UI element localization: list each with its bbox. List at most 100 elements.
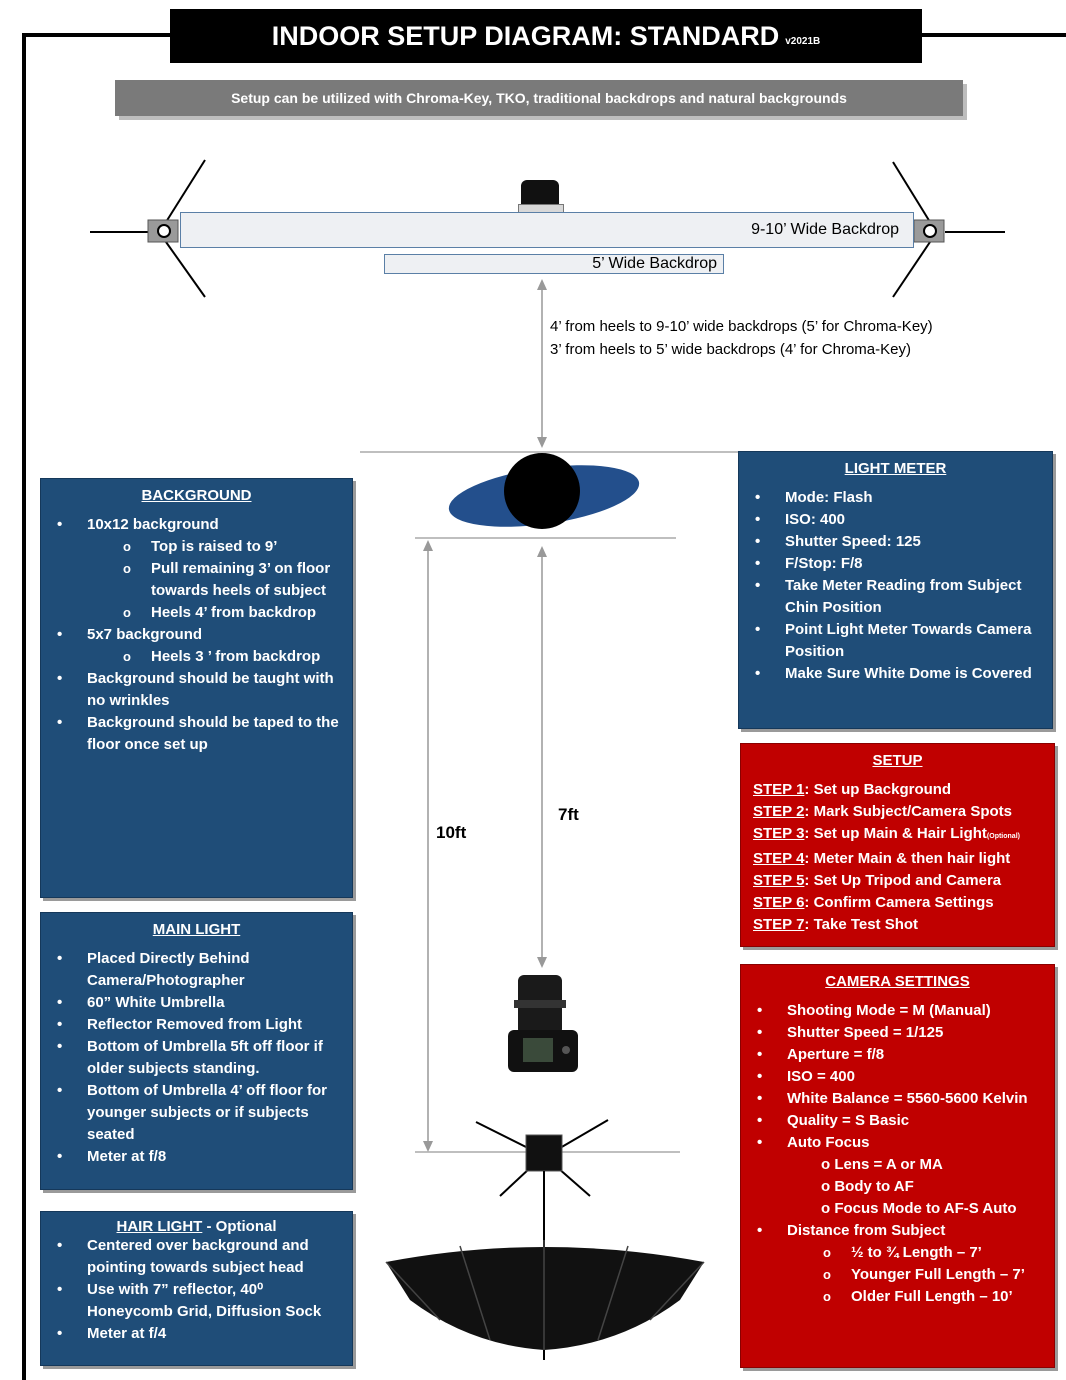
setup-steps: STEP 1: Set up Background STEP 2: Mark S…: [741, 779, 1054, 936]
camera-setting-item: Aperture = f/8: [741, 1044, 1054, 1066]
hair-light-item: Use with 7” reflector, 40⁰ Honeycomb Gri…: [41, 1279, 352, 1323]
light-meter-list: Mode: Flash ISO: 400 Shutter Speed: 125 …: [739, 487, 1052, 685]
setup-step: STEP 5: Set Up Tripod and Camera: [741, 870, 1054, 892]
background-subitem: Pull remaining 3’ on floor towards heels…: [41, 558, 352, 602]
subject-icon: [448, 453, 640, 529]
dimension-10ft: 10ft: [436, 823, 467, 842]
main-light-item: Meter at f/8: [41, 1146, 352, 1168]
setup-step: STEP 1: Set up Background: [741, 779, 1054, 801]
background-subitem: Top is raised to 9’: [41, 536, 352, 558]
step-key: STEP 4: [753, 850, 805, 867]
step-key: STEP 6: [753, 894, 805, 911]
main-light-item: 60” White Umbrella: [41, 992, 352, 1014]
camera-setting-item: Auto Focus: [741, 1132, 1054, 1154]
main-light-item: Placed Directly Behind Camera/Photograph…: [41, 948, 352, 992]
background-subitem: Heels 4’ from backdrop: [41, 602, 352, 624]
umbrella-icon: [385, 1240, 705, 1350]
background-item: 5x7 background: [41, 624, 352, 646]
hair-light-heading-suffix: - Optional: [202, 1218, 277, 1235]
subtitle-text: Setup can be utilized with Chroma-Key, T…: [231, 90, 847, 106]
step-text: : Meter Main & then hair light: [804, 850, 1011, 867]
subtitle-bar: Setup can be utilized with Chroma-Key, T…: [115, 80, 963, 116]
main-light-list: Placed Directly Behind Camera/Photograph…: [41, 948, 352, 1168]
main-light-item: Bottom of Umbrella 5ft off floor if olde…: [41, 1036, 352, 1080]
camera-setting-item: Shooting Mode = M (Manual): [741, 1000, 1054, 1022]
stand-left-icon: [90, 159, 206, 298]
camera-settings-panel: CAMERA SETTINGS Shooting Mode = M (Manua…: [740, 964, 1055, 1368]
narrow-backdrop: 5’ Wide Backdrop: [384, 254, 724, 274]
setup-panel: SETUP STEP 1: Set up Background STEP 2: …: [740, 743, 1055, 947]
step-text: : Mark Subject/Camera Spots: [804, 803, 1012, 820]
hair-light-heading-row: HAIR LIGHT - Optional: [41, 1218, 352, 1235]
background-item: 10x12 background: [41, 514, 352, 536]
camera-setting-item: ISO = 400: [741, 1066, 1054, 1088]
distance-note-2: 3’ from heels to 5’ wide backdrops (4’ f…: [550, 341, 911, 358]
background-heading: BACKGROUND: [141, 487, 252, 504]
narrow-backdrop-label: 5’ Wide Backdrop: [592, 255, 717, 272]
main-light-item: Reflector Removed from Light: [41, 1014, 352, 1036]
step-text: : Take Test Shot: [804, 916, 919, 933]
light-meter-item: Point Light Meter Towards Camera Positio…: [739, 619, 1052, 663]
camera-settings-list: Shooting Mode = M (Manual) Shutter Speed…: [741, 1000, 1054, 1308]
frame-left-line: [22, 33, 26, 1380]
distance-note-1: 4’ from heels to 9-10’ wide backdrops (5…: [550, 318, 933, 335]
camera-setting-subitem: o Body to AF: [821, 1178, 914, 1195]
hair-light-list: Centered over background and pointing to…: [41, 1235, 352, 1345]
stand-right-icon: [892, 161, 1005, 298]
light-meter-item: Mode: Flash: [739, 487, 1052, 509]
step-key: STEP 5: [753, 872, 805, 889]
camera-setting-subitem: Older Full Length – 10’: [741, 1286, 1054, 1308]
main-light-heading: MAIN LIGHT: [152, 921, 241, 938]
camera-setting-item: Distance from Subject: [741, 1220, 1054, 1242]
camera-setting-item: Quality = S Basic: [741, 1110, 1054, 1132]
background-item: Background should be taught with no wrin…: [41, 668, 352, 712]
light-meter-item: F/Stop: F/8: [739, 553, 1052, 575]
setup-heading: SETUP: [872, 752, 923, 769]
setup-step: STEP 7: Take Test Shot: [741, 914, 1054, 936]
setup-step: STEP 3: Set up Main & Hair Light(Optiona…: [741, 823, 1054, 848]
background-subitem: Heels 3 ’ from backdrop: [41, 646, 352, 668]
step-note: (Optional): [986, 833, 1020, 840]
wide-backdrop-label: 9-10’ Wide Backdrop: [751, 221, 899, 238]
wide-backdrop: 9-10’ Wide Backdrop: [180, 212, 914, 248]
step-key: STEP 1: [753, 781, 805, 798]
light-meter-item: ISO: 400: [739, 509, 1052, 531]
light-meter-item: Take Meter Reading from Subject Chin Pos…: [739, 575, 1052, 619]
camera-setting-subitem: o Lens = A or MA: [821, 1156, 943, 1173]
hair-light-heading: HAIR LIGHT: [116, 1218, 203, 1235]
step-key: STEP 2: [753, 803, 805, 820]
background-list: 10x12 background Top is raised to 9’ Pul…: [41, 514, 352, 756]
background-panel: BACKGROUND 10x12 background Top is raise…: [40, 478, 353, 898]
hair-light-panel: HAIR LIGHT - Optional Centered over back…: [40, 1211, 353, 1366]
diagram-title-bar: INDOOR SETUP DIAGRAM: STANDARD v2021B: [170, 9, 922, 63]
camera-setting-subitem: ½ to ¾ Length – 7’: [741, 1242, 1054, 1264]
camera-setting-item: Shutter Speed = 1/125: [741, 1022, 1054, 1044]
light-meter-item: Shutter Speed: 125: [739, 531, 1052, 553]
light-meter-item: Make Sure White Dome is Covered: [739, 663, 1052, 685]
step-key: STEP 3: [753, 825, 805, 842]
step-text: : Set up Main & Hair Light: [804, 825, 987, 842]
light-meter-panel: LIGHT METER Mode: Flash ISO: 400 Shutter…: [738, 451, 1053, 729]
camera-settings-heading: CAMERA SETTINGS: [825, 973, 970, 990]
background-item: Background should be taped to the floor …: [41, 712, 352, 756]
setup-step: STEP 4: Meter Main & then hair light: [741, 848, 1054, 870]
hair-light-item: Centered over background and pointing to…: [41, 1235, 352, 1279]
main-light-item: Bottom of Umbrella 4’ off floor for youn…: [41, 1080, 352, 1146]
setup-step: STEP 2: Mark Subject/Camera Spots: [741, 801, 1054, 823]
step-text: : Confirm Camera Settings: [804, 894, 994, 911]
camera-setting-subitem: Younger Full Length – 7’: [741, 1264, 1054, 1286]
step-text: : Set up Background: [804, 781, 952, 798]
main-light-panel: MAIN LIGHT Placed Directly Behind Camera…: [40, 912, 353, 1190]
dimension-7ft: 7ft: [558, 805, 579, 824]
step-text: : Set Up Tripod and Camera: [804, 872, 1002, 889]
diagram-title: INDOOR SETUP DIAGRAM: STANDARD: [271, 20, 780, 51]
hair-light-item: Meter at f/4: [41, 1323, 352, 1345]
setup-step: STEP 6: Confirm Camera Settings: [741, 892, 1054, 914]
light-meter-heading: LIGHT METER: [844, 460, 947, 477]
step-key: STEP 7: [753, 916, 805, 933]
main-light-stand-icon: [475, 1119, 609, 1360]
camera-setting-item: White Balance = 5560-5600 Kelvin: [741, 1088, 1054, 1110]
camera-setting-subitem: o Focus Mode to AF-S Auto: [821, 1200, 1017, 1217]
camera-icon: [508, 975, 578, 1072]
